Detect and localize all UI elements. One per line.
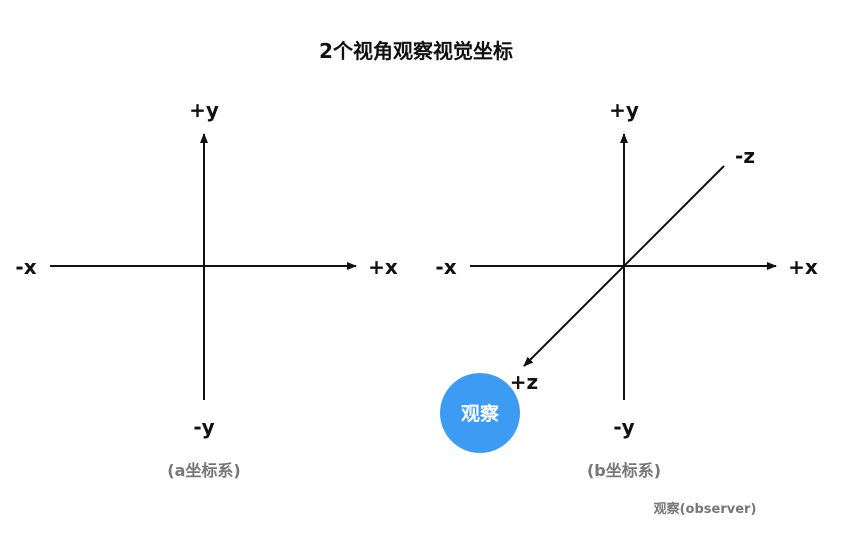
panel-b-z-axis: [523, 165, 725, 367]
panel-b-label-pos-z: +z: [510, 370, 538, 394]
panel-a-caption: (a坐标系): [167, 461, 240, 480]
diagram-title: 2个视角观察视觉坐标: [319, 39, 513, 63]
panel-b-label-pos-y: +y: [609, 98, 639, 122]
observer-circle: [440, 373, 520, 453]
panel-b: +y -y -x +x -z +z 观察 (b坐标系): [435, 98, 818, 480]
observer-marker: 观察: [440, 373, 520, 453]
panel-b-label-neg-z: -z: [735, 144, 755, 168]
panel-b-label-neg-x: -x: [435, 255, 456, 279]
panel-b-label-neg-y: -y: [613, 415, 634, 439]
panel-b-caption: (b坐标系): [587, 461, 661, 480]
panel-a-label-neg-x: -x: [15, 255, 36, 279]
observer-label: 观察: [461, 402, 500, 425]
panel-a-label-pos-y: +y: [189, 98, 219, 122]
panel-a-label-neg-y: -y: [193, 415, 214, 439]
observer-note: 观察(observer): [654, 501, 757, 517]
panel-a-label-pos-x: +x: [368, 255, 398, 279]
panel-b-label-pos-x: +x: [788, 255, 818, 279]
panel-a: +y -y -x +x (a坐标系): [15, 98, 398, 480]
